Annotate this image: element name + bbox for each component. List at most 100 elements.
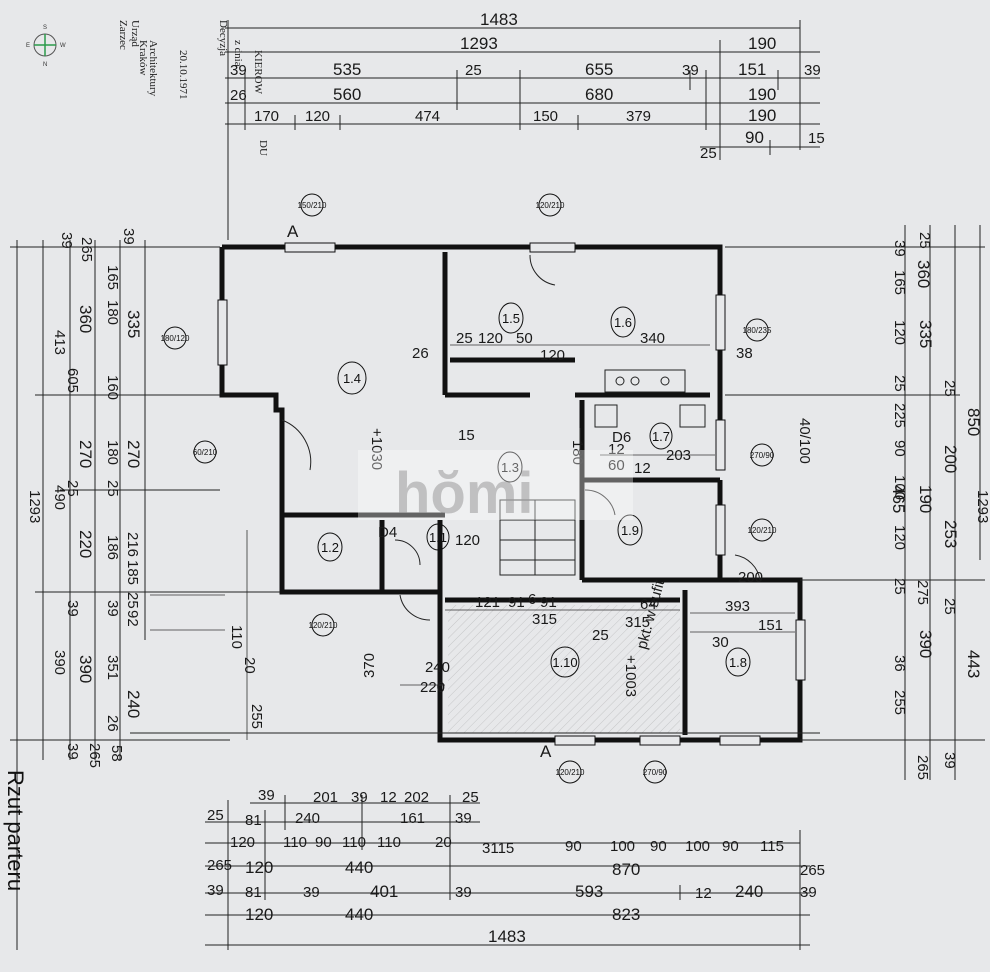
room-label: 1.8 xyxy=(729,655,747,670)
dim-text: 100 xyxy=(610,838,635,855)
top-dimension-labels: 1483 1293 190 39 535 25 655 39 151 39 26… xyxy=(230,10,825,162)
dim-text: 165 xyxy=(104,265,121,290)
room-label: 1.3 xyxy=(501,460,519,475)
dim-text: 335 xyxy=(916,320,935,348)
room-label: 1.6 xyxy=(614,315,632,330)
dim-text: 850 xyxy=(964,408,983,436)
dim-text: 25 xyxy=(124,592,141,609)
dim-text: 120 xyxy=(230,834,255,851)
stamp-line: Urząd xyxy=(129,20,141,47)
dim-text: 180 xyxy=(569,440,586,465)
compass-icon: S E W N xyxy=(26,25,66,68)
room-label: 1.9 xyxy=(621,523,639,538)
dim-text: 655 xyxy=(585,60,613,79)
dim-text: 20 xyxy=(241,657,258,674)
window-tag: 150/210 xyxy=(298,201,327,210)
dim-text: 25 xyxy=(64,480,81,497)
stamp-line: Decyzja xyxy=(217,20,229,56)
dim-text: 121 xyxy=(475,594,500,611)
dim-text: 39 xyxy=(230,62,247,79)
dim-text: 253 xyxy=(941,520,960,548)
dim-text: 81 xyxy=(245,884,262,901)
dim-text: 25 xyxy=(891,375,908,392)
note: 393 xyxy=(725,598,750,615)
room-label: 1.5 xyxy=(502,311,520,326)
window-tag: 120/210 xyxy=(309,621,338,630)
dim-text: 39 xyxy=(207,882,224,899)
dim-text: 25 xyxy=(941,380,958,397)
note: D4 xyxy=(378,524,397,541)
window-tag: 180/120 xyxy=(161,334,190,343)
right-dimension-lines xyxy=(725,225,985,780)
dim-text: 25 xyxy=(700,145,717,162)
dim-text: 255 xyxy=(891,690,908,715)
room-1-2: 1.2 xyxy=(317,532,343,562)
dim-text: 440 xyxy=(345,905,373,924)
compass-w: W xyxy=(60,43,66,49)
stamp-line: Kraków xyxy=(137,40,149,75)
dim-text: 90 xyxy=(650,838,667,855)
dim-text: 60 xyxy=(608,457,625,474)
dim-text: 151 xyxy=(738,60,766,79)
dim-text: 1293 xyxy=(26,490,43,523)
dim-text: 12 xyxy=(380,789,397,806)
note: +1003 xyxy=(622,655,639,697)
dim-text: 90 xyxy=(745,128,764,147)
dim-text: 25 xyxy=(916,232,933,249)
dim-text: 190 xyxy=(916,485,935,513)
window-tags: 150/210 120/210 180/120 180/235 60/210 2… xyxy=(161,193,777,784)
dim-text: 81 xyxy=(245,812,262,829)
dim-text: 12 xyxy=(695,885,712,902)
dim-text: 165 xyxy=(891,270,908,295)
dim-text: 335 xyxy=(124,310,143,338)
right-dimension-labels: 39 25 165 120 25 225 90 100 120 25 275 3… xyxy=(889,232,990,780)
dim-text: 270 xyxy=(76,440,95,468)
dim-text: 823 xyxy=(612,905,640,924)
room-label: 1.1 xyxy=(429,530,447,545)
drawing-title: Rzut parteru xyxy=(3,770,28,891)
dim-text: 1483 xyxy=(480,10,518,29)
dim-text: 3115 xyxy=(482,840,514,857)
dim-text: 39 xyxy=(455,810,472,827)
note: 200 xyxy=(738,569,763,586)
dim-text: 25 xyxy=(592,627,609,644)
bottom-dimension-labels: 39 201 39 12 202 25 25 81 240 161 39 120… xyxy=(207,787,825,946)
section-mark-bottom: A xyxy=(540,742,552,761)
dim-text: 240 xyxy=(735,882,763,901)
dim-text: 265 xyxy=(914,755,931,780)
dim-text: 39 xyxy=(800,884,817,901)
dim-text: 180 xyxy=(104,440,121,465)
dim-text: 25 xyxy=(891,578,908,595)
dim-text: 39 xyxy=(64,743,81,760)
dim-text: 25 xyxy=(207,807,224,824)
dim-text: 265 xyxy=(800,862,825,879)
dim-text: 39 xyxy=(682,62,699,79)
dim-text: 275 xyxy=(914,580,931,605)
room-1-3: 1.3 xyxy=(497,451,523,483)
room-1-7: 1.7 xyxy=(649,422,673,450)
note: 315 xyxy=(625,614,650,631)
dim-text: 201 xyxy=(313,789,338,806)
compass-n: N xyxy=(43,62,47,68)
dim-text: 270 xyxy=(124,440,143,468)
dim-text: 443 xyxy=(964,650,983,678)
window-tag: 270/90 xyxy=(643,768,668,777)
window-tag: 270/90 xyxy=(750,451,775,460)
dim-text: 390 xyxy=(916,630,935,658)
stamp-date: 20.10.1971 xyxy=(177,50,189,100)
stamp-line: Zarzec xyxy=(117,20,129,50)
window-tag: 180/235 xyxy=(743,326,772,335)
dim-text: 20 xyxy=(435,834,452,851)
note: +1030 xyxy=(368,428,385,470)
dim-text: 39 xyxy=(303,884,320,901)
dim-text: 203 xyxy=(666,447,691,464)
approval-stamp: Zarzec Urząd Decyzja z dnia KIEROW DU Kr… xyxy=(117,20,269,156)
compass-s: S xyxy=(43,25,47,31)
dim-text: 15 xyxy=(808,130,825,147)
dim-text: 6 xyxy=(528,591,536,608)
dim-text: 25 xyxy=(941,598,958,615)
dim-text: 39 xyxy=(258,787,275,804)
dim-text: 110 xyxy=(283,834,307,851)
dim-text: 401 xyxy=(370,882,398,901)
